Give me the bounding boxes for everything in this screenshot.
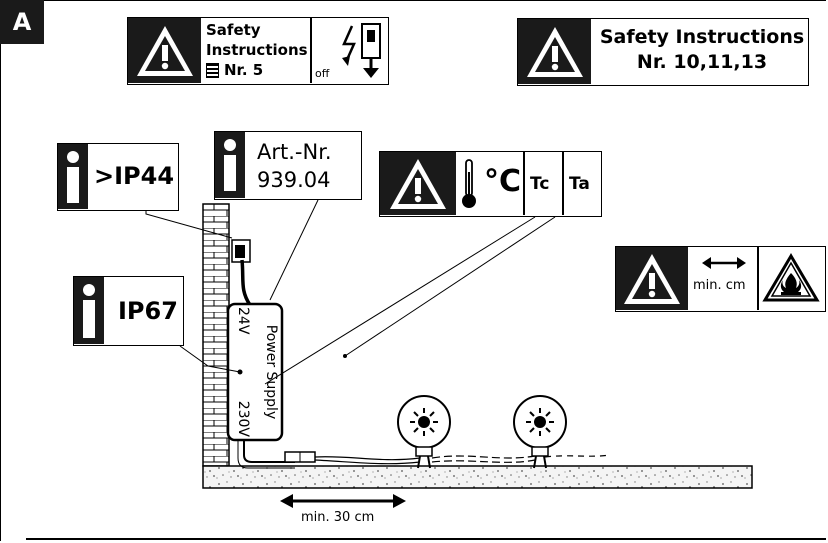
spotlight-1 (397, 395, 451, 469)
safety-box-1-off-label: off (315, 67, 330, 80)
ip44-label: >IP44 (94, 162, 175, 190)
warning-icon (518, 19, 591, 84)
double-arrow-icon (702, 255, 746, 274)
thermometer-icon (460, 158, 478, 214)
safety-box-2-line2: Nr. 10,11,13 (636, 51, 768, 73)
distance-label: min. cm (693, 278, 746, 293)
ip44-info-box: >IP44 (57, 143, 179, 211)
supply-cable (240, 259, 252, 306)
safety-box-1-line1: Safety (206, 21, 261, 39)
leader-lines (145, 199, 556, 385)
info-icon (58, 144, 88, 209)
ip67-info-box: IP67 (73, 276, 184, 346)
power-supply-title: Power Supply (263, 324, 279, 420)
power-supply-output: 24V (235, 307, 251, 335)
brick-wall (202, 203, 230, 467)
article-info-box: Art.-Nr. 939.04 (214, 131, 362, 200)
article-number: 939.04 (257, 168, 331, 192)
warning-icon (380, 152, 456, 215)
electric-switch-off-icon (338, 20, 388, 86)
temperature-warning-box: °C Tc Ta (379, 151, 602, 217)
bottom-rule (26, 538, 826, 540)
safety-instructions-box-2: Safety Instructions Nr. 10,11,13 (517, 18, 809, 86)
ground (202, 465, 753, 489)
warning-icon (616, 247, 688, 310)
celsius-label: °C (484, 164, 522, 199)
ground-distance-label: min. 30 cm (301, 510, 375, 525)
document-icon (206, 62, 219, 78)
safety-box-2-line1: Safety Instructions (599, 26, 805, 48)
info-icon (74, 277, 104, 344)
info-icon (215, 132, 245, 198)
safety-box-1-line2: Instructions (206, 41, 308, 59)
spotlight-2 (513, 395, 567, 469)
safety-instructions-box-1: Safety Instructions Nr. 5 off (127, 17, 389, 85)
section-label: A (0, 0, 44, 44)
distance-warning-box: min. cm (615, 246, 826, 312)
tc-label: Tc (530, 174, 550, 194)
warning-icon (128, 18, 201, 83)
safety-box-1-line3: Nr. 5 (224, 61, 264, 79)
article-label: Art.-Nr. (257, 140, 332, 164)
ip67-label: IP67 (118, 297, 178, 325)
distance-arrow (280, 494, 406, 508)
power-supply-unit (226, 302, 284, 442)
flammable-icon (762, 253, 820, 307)
ta-label: Ta (569, 174, 590, 194)
power-supply-input: 230V (235, 400, 251, 437)
